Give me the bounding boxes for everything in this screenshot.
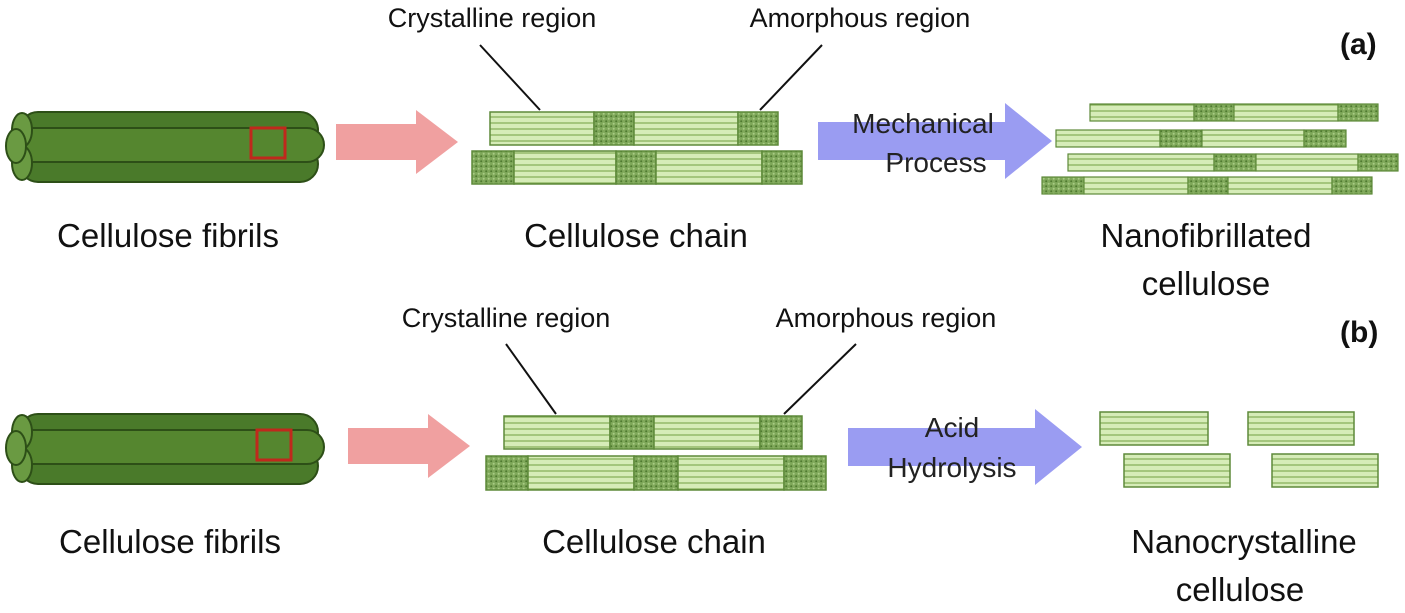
process-line1-b: Acid (925, 412, 979, 443)
process-line1-a: Mechanical (852, 108, 994, 139)
pink-arrow-a (336, 110, 458, 174)
panel-a: (a) Cellulose fibrils Cellulose chai (5, 3, 1399, 302)
nanocrystal-fragments-b (1099, 411, 1379, 488)
process-arrow-b (848, 409, 1082, 485)
product-line1-b: Nanocrystalline (1131, 523, 1357, 560)
panel-b: (b) Cellulose fibrils Cellulose chai (5, 303, 1379, 608)
crystalline-pointer-a (479, 44, 541, 111)
highlight-box-b (255, 428, 293, 462)
cellulose-fibril-bundle-b (5, 413, 325, 485)
process-line2-b: Hydrolysis (887, 452, 1016, 483)
highlight-box-a (249, 126, 287, 160)
nanofibril-strands-a (1041, 103, 1399, 195)
cellulose-chain-b (485, 415, 827, 491)
chain-label-b: Cellulose chain (542, 523, 766, 560)
chain-label-a: Cellulose chain (524, 217, 748, 254)
product-line2-a: cellulose (1142, 265, 1270, 302)
amorphous-label-a: Amorphous region (750, 3, 971, 33)
crystalline-pointer-b (505, 343, 557, 415)
crystalline-label-b: Crystalline region (402, 303, 611, 333)
process-line2-a: Process (885, 147, 986, 178)
panel-a-label: (a) (1340, 28, 1377, 61)
process-arrow-a (818, 103, 1052, 179)
product-line1-a: Nanofibrillated (1101, 217, 1312, 254)
cellulose-chain-a (471, 111, 803, 185)
panel-b-label: (b) (1340, 316, 1378, 349)
product-line2-b: cellulose (1176, 571, 1304, 608)
pink-arrow-b (348, 414, 470, 478)
cellulose-fibril-bundle-a (5, 111, 325, 183)
amorphous-pointer-a (759, 44, 823, 111)
crystalline-label-a: Crystalline region (388, 3, 597, 33)
fibril-label-b: Cellulose fibrils (59, 523, 281, 560)
amorphous-label-b: Amorphous region (776, 303, 997, 333)
fibril-label-a: Cellulose fibrils (57, 217, 279, 254)
amorphous-pointer-b (783, 343, 857, 415)
